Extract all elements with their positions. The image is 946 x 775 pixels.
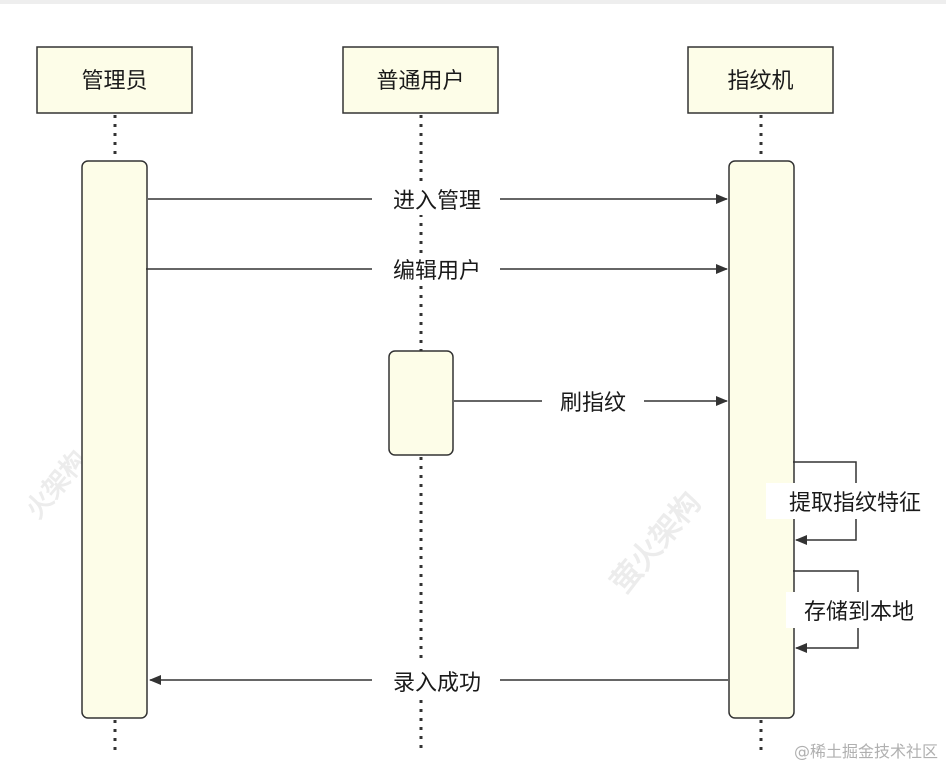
self-message-extract: 提取指纹特征 xyxy=(766,461,944,545)
participant-user-label: 普通用户 xyxy=(376,69,464,94)
participant-device[interactable]: 指纹机 xyxy=(687,46,834,114)
activation-admin xyxy=(81,160,148,719)
message-enter-label: 进入管理 xyxy=(393,189,481,214)
message-enter-management: 进入管理 xyxy=(148,183,728,215)
participant-admin-label: 管理员 xyxy=(81,69,147,94)
self-message-extract-label: 提取指纹特征 xyxy=(789,491,921,516)
message-swipe-label: 刷指纹 xyxy=(560,391,626,416)
message-edit-user: 编辑用户 xyxy=(146,253,728,285)
self-message-store-label: 存储到本地 xyxy=(804,600,914,625)
footer-credit: @稀土掘金技术社区 xyxy=(794,742,938,761)
self-message-store: 存储到本地 xyxy=(786,570,932,653)
activation-user xyxy=(388,350,454,456)
top-divider xyxy=(0,0,946,4)
participant-device-label: 指纹机 xyxy=(727,69,793,94)
message-swipe-fingerprint: 刷指纹 xyxy=(454,385,728,417)
participant-admin[interactable]: 管理员 xyxy=(36,46,193,114)
participant-user[interactable]: 普通用户 xyxy=(342,46,499,114)
message-edit-label: 编辑用户 xyxy=(393,259,481,284)
message-success-label: 录入成功 xyxy=(393,671,481,696)
activation-device xyxy=(728,160,795,719)
message-record-success: 录入成功 xyxy=(149,664,728,696)
watermark-center: 萤火架构 xyxy=(604,486,708,600)
